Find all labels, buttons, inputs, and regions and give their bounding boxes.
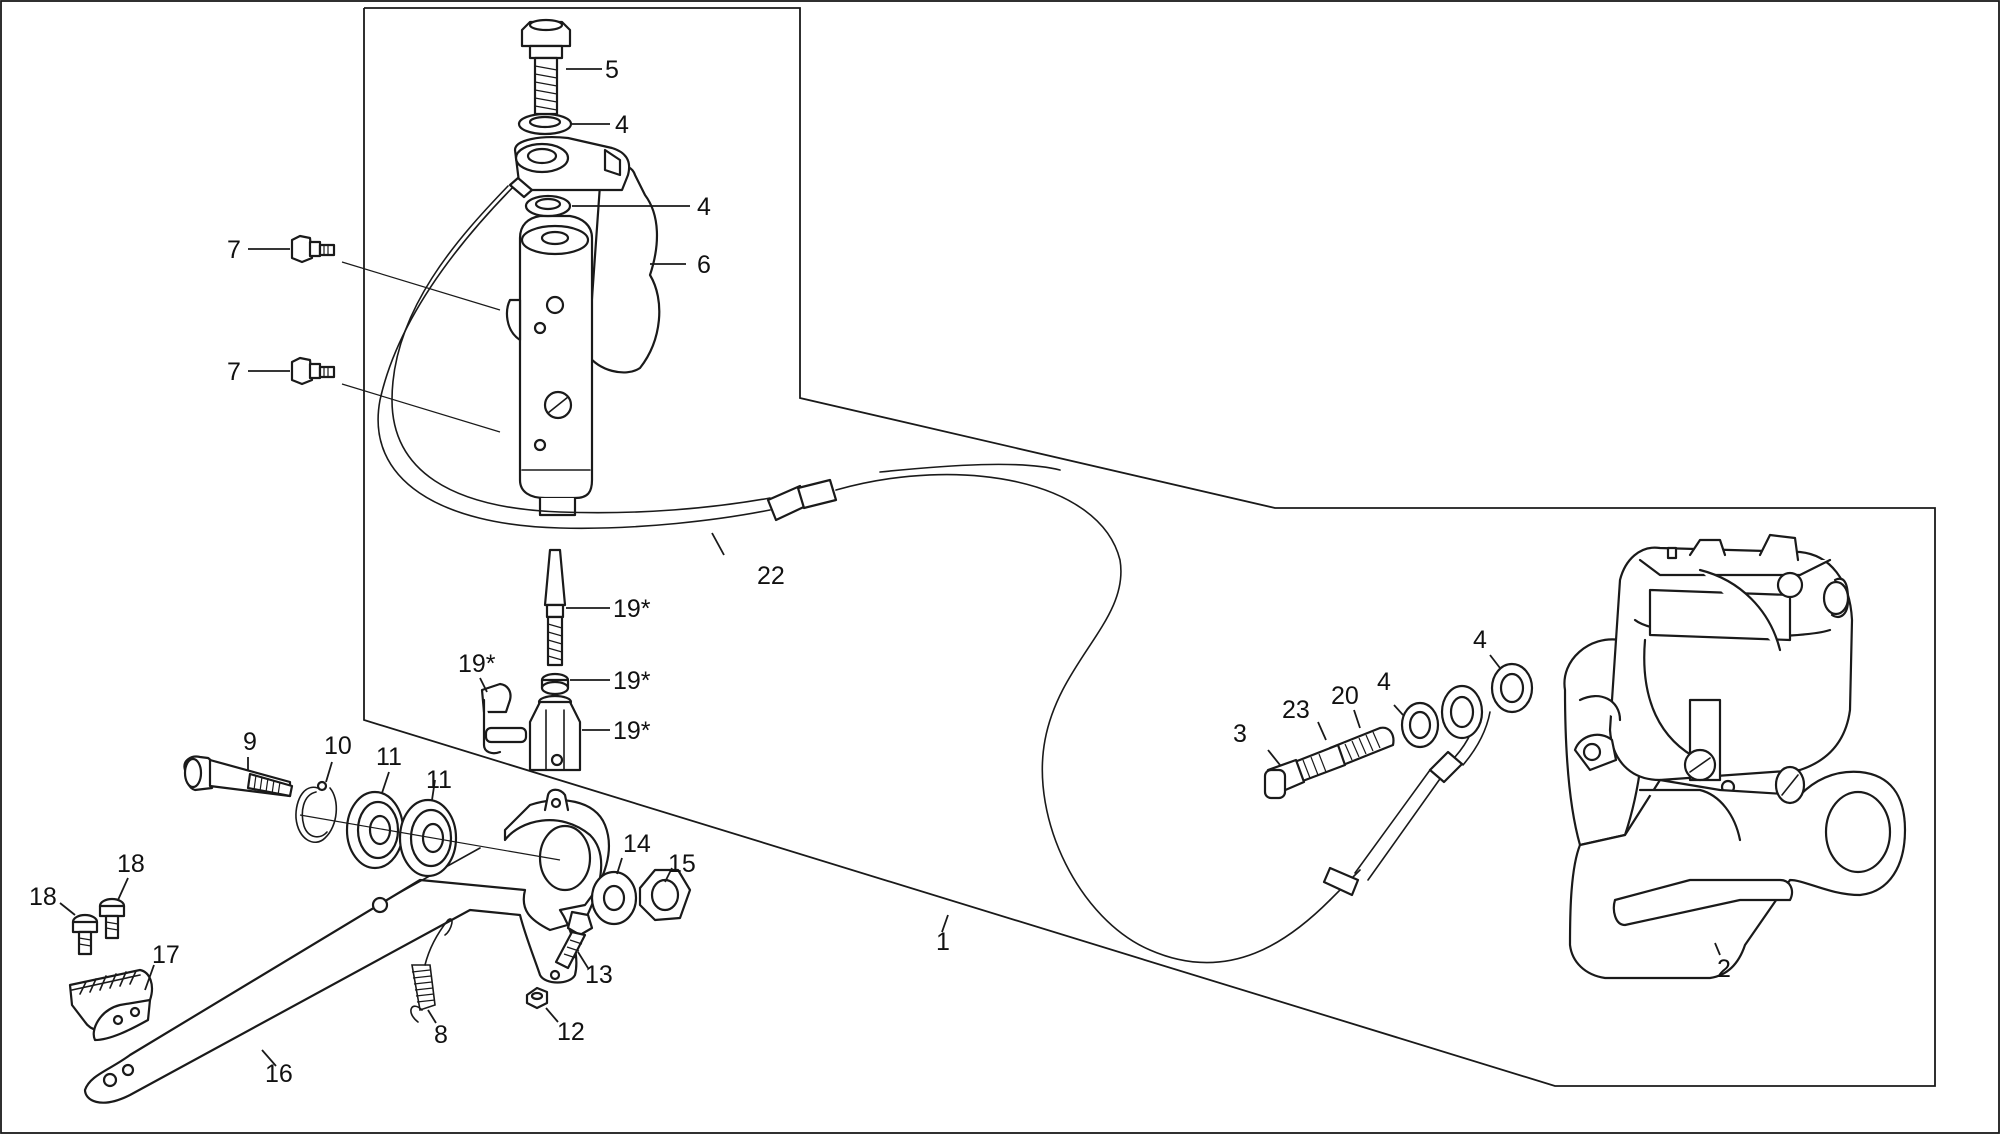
screw-axis-lower (341, 383, 501, 433)
push-rod (543, 548, 567, 667)
circlip (295, 780, 338, 843)
label-14: 14 (623, 830, 651, 858)
label-3: 3 (1233, 720, 1247, 748)
hose-fitting (766, 478, 838, 522)
label-4-caliper-a: 4 (1377, 668, 1391, 696)
label-6: 6 (697, 251, 711, 279)
bearing-outer (345, 790, 405, 870)
screw-upper (290, 234, 336, 264)
brake-line-long (835, 473, 1331, 964)
brake-hose-short (377, 176, 771, 530)
pivot-axis (299, 814, 561, 861)
stop-bolt (554, 910, 594, 970)
washer-caliper-2 (1490, 662, 1534, 714)
label-11-inner: 11 (426, 766, 452, 794)
return-spring (410, 918, 453, 1023)
label-22: 22 (757, 562, 785, 590)
screw-axis-upper (341, 261, 501, 311)
tip-screw-1 (71, 913, 99, 956)
label-18-right: 18 (117, 850, 145, 878)
label-16: 16 (265, 1060, 293, 1088)
label-2: 2 (1717, 955, 1731, 983)
label-12: 12 (557, 1018, 585, 1046)
clevis (528, 694, 582, 772)
label-20: 20 (1331, 682, 1359, 710)
assembly-frame (363, 7, 1936, 1087)
label-4-middle: 4 (697, 193, 711, 221)
label-11-outer: 11 (376, 743, 402, 771)
label-4-upper: 4 (615, 111, 629, 139)
washer-caliper-1 (1400, 701, 1440, 749)
stop-nut (525, 986, 549, 1010)
push-rod-nut (540, 672, 570, 696)
label-23: 23 (1282, 696, 1310, 724)
pivot-washer (590, 870, 638, 926)
label-15: 15 (668, 850, 696, 878)
label-7-upper: 7 (227, 236, 241, 264)
label-4-caliper-b: 4 (1473, 626, 1487, 654)
tip-screw-2 (98, 897, 126, 940)
screw-lower (290, 356, 336, 386)
banjo-bolt (520, 18, 572, 116)
pivot-nut (638, 868, 692, 922)
label-8: 8 (434, 1021, 448, 1049)
washer-upper (517, 112, 573, 136)
master-cylinder (505, 136, 661, 517)
label-19-nut: 19* (613, 667, 651, 695)
label-9: 9 (243, 728, 257, 756)
label-19-clevis: 19* (613, 717, 651, 745)
pivot-bolt (183, 755, 294, 798)
brake-caliper (1563, 533, 1854, 847)
label-19-rod: 19* (613, 595, 651, 623)
label-5: 5 (605, 56, 619, 84)
washer-middle (524, 194, 572, 218)
banjo-ring (1440, 684, 1484, 740)
bearing-inner (398, 798, 458, 878)
label-7-lower: 7 (227, 358, 241, 386)
leader-lines (59, 68, 1721, 1067)
brake-pedal (83, 788, 610, 1104)
brake-line-long-outer (879, 463, 1061, 473)
label-13: 13 (585, 961, 613, 989)
label-19-pin: 19* (458, 650, 496, 678)
label-1: 1 (936, 928, 950, 956)
label-10: 10 (324, 732, 352, 760)
pedal-tip (68, 968, 154, 1042)
callout-labels: 5 4 4 6 7 7 22 19* 19* 19* 19* 1 2 3 23 … (29, 56, 1731, 1088)
label-17: 17 (152, 941, 180, 969)
clevis-pin (480, 682, 528, 755)
bleeder-valve (1263, 758, 1306, 800)
caliper-bracket (1568, 765, 1907, 980)
label-18-left: 18 (29, 883, 57, 911)
fitting-20 (1328, 726, 1395, 767)
